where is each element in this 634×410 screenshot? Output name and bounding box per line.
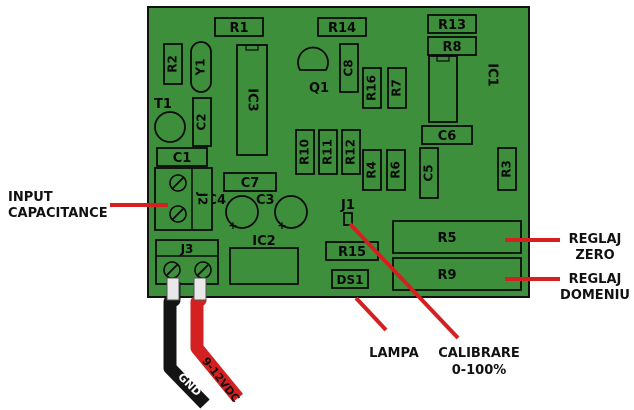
label-r12: R12 [344,139,358,165]
label-r15: R15 [338,245,366,260]
resistor-r8: R8 [427,36,477,56]
capacitor-c3: + C3 [256,193,308,232]
jumper-j1: J1 [340,198,355,226]
label-c7: C7 [241,176,260,191]
svg-text:CAPACITANCE: CAPACITANCE [8,206,108,221]
svg-text:CALIBRARE: CALIBRARE [438,346,520,361]
callout-lampa: LAMPA [369,346,419,361]
resistor-r1: R1 [214,17,264,37]
trimmer-r9: R9 [392,257,522,291]
capacitor-c6: C6 [421,125,473,145]
label-c3: C3 [256,193,275,208]
capacitor-c7: C7 [223,172,277,192]
svg-text:+: + [277,219,286,232]
resistor-r13: R13 [427,14,477,34]
capacitor-c8: C8 [339,43,359,93]
resistor-r3: R3 [497,147,517,191]
resistor-r16: R16 [362,67,382,109]
transistor-q1: Q1 [297,46,329,96]
label-c5: C5 [422,164,436,181]
label-r9: R9 [437,268,456,283]
resistor-r4: R4 [362,149,382,191]
transistor-t1: T1 [154,97,186,143]
terminal-j2: J2 [154,167,213,231]
label-r2: R2 [166,55,180,73]
resistor-r14: R14 [317,17,367,37]
svg-text:REGLAJ: REGLAJ [569,272,622,287]
label-r11: R11 [321,139,335,165]
callout-reglaj-domeniu: REGLAJ DOMENIU [560,272,630,303]
label-c2: C2 [195,113,209,130]
callout-reglaj-zero: REGLAJ ZERO [569,232,622,263]
label-ic3: IC3 [245,88,260,111]
label-c1: C1 [173,151,192,166]
lamp-ds1: DS1 [331,269,369,289]
label-r3: R3 [500,160,514,178]
callout-input-capacitance: INPUT CAPACITANCE [8,190,108,221]
resistor-r10: R10 [295,129,315,175]
label-r16: R16 [365,75,379,101]
svg-text:+: + [228,219,237,232]
label-r7: R7 [390,79,404,97]
label-j2: J2 [196,192,210,206]
label-r14: R14 [328,21,356,36]
label-y1: Y1 [194,58,208,76]
chip-ic2: IC2 [229,234,299,285]
label-r4: R4 [365,161,379,179]
svg-text:DOMENIU: DOMENIU [560,288,630,303]
svg-text:REGLAJ: REGLAJ [569,232,622,247]
label-ds1: DS1 [337,273,364,287]
label-c8: C8 [342,59,356,76]
resistor-r12: R12 [341,129,361,175]
svg-text:LAMPA: LAMPA [369,346,419,361]
svg-text:INPUT: INPUT [8,190,53,205]
label-t1: T1 [154,97,172,112]
label-ic1: IC1 [485,63,500,86]
chip-ic3: IC3 [236,44,268,156]
label-r1: R1 [229,21,248,36]
svg-text:0-100%: 0-100% [452,363,507,378]
trimmer-r5: R5 [392,220,522,254]
resistor-r7: R7 [387,67,407,109]
resistor-r15: R15 [325,241,379,261]
chip-ic1: IC1 [428,55,500,123]
label-c6: C6 [438,129,457,144]
crystal-y1: Y1 [190,41,212,93]
terminal-j3: J3 [155,239,219,285]
label-q1: Q1 [309,81,329,96]
label-r6: R6 [389,161,403,179]
label-j3: J3 [180,242,194,256]
label-r5: R5 [437,231,456,246]
callout-lines [110,203,560,340]
capacitor-c2: C2 [192,97,212,147]
label-r13: R13 [438,18,466,33]
resistor-r2: R2 [163,43,183,85]
label-r8: R8 [442,40,461,55]
callout-calibrare: CALIBRARE 0-100% [438,346,520,378]
resistor-r6: R6 [386,149,406,191]
label-ic2: IC2 [252,234,275,249]
capacitor-c5: C5 [419,147,439,199]
label-j1: J1 [340,198,355,213]
svg-text:ZERO: ZERO [575,248,614,263]
label-r10: R10 [298,139,312,165]
resistor-r11: R11 [318,129,338,175]
capacitor-c1: C1 [156,147,208,167]
